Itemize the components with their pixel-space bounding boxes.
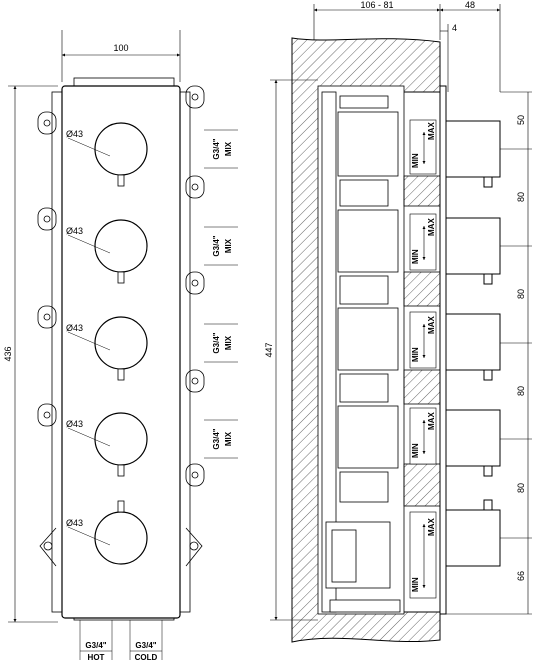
inlet-connections: G3/4" HOT G3/4" COLD bbox=[79, 620, 163, 662]
knob-3: Ø43 bbox=[66, 316, 148, 381]
side-projection-label: 48 bbox=[465, 0, 475, 10]
outlet-2: G3/4" MIX bbox=[204, 226, 238, 266]
module-separators bbox=[403, 175, 441, 507]
level-marker-4: MIN MAX bbox=[409, 407, 437, 465]
front-height-dimension: 436 bbox=[3, 85, 58, 623]
level-min-4: MIN bbox=[411, 443, 420, 458]
level-min-2: MIN bbox=[411, 249, 420, 264]
outlet-3-connection: G3/4" bbox=[212, 332, 221, 353]
level-marker-3: MIN MAX bbox=[409, 311, 437, 369]
level-min-3: MIN bbox=[411, 347, 420, 362]
knob-1: Ø43 bbox=[66, 122, 148, 187]
inlet-hot-connection: G3/4" bbox=[85, 641, 106, 650]
spacing-label-1: 50 bbox=[516, 115, 526, 125]
knob-5: Ø43 bbox=[66, 500, 148, 565]
side-top-dimensions: 106 - 81 48 4 bbox=[313, 0, 501, 92]
outlet-4-type: MIX bbox=[224, 431, 233, 446]
side-spacing-dimensions: 50 80 80 80 80 66 bbox=[446, 91, 532, 615]
level-min-5: MIN bbox=[411, 577, 420, 592]
inlet-hot-label: HOT bbox=[88, 653, 105, 662]
front-height-label: 436 bbox=[3, 346, 13, 361]
level-markers: MIN MAX MIN MAX MIN MAX MIN MAX bbox=[409, 119, 437, 599]
concealed-body-outline bbox=[37, 77, 205, 621]
side-view: 106 - 81 48 4 bbox=[264, 0, 532, 643]
outlet-1: G3/4" MIX bbox=[204, 129, 238, 169]
outlet-3: G3/4" MIX bbox=[204, 323, 238, 363]
spacing-label-3: 80 bbox=[516, 289, 526, 299]
side-knobs bbox=[445, 120, 501, 567]
outlet-connections: G3/4" MIX G3/4" MIX G3/4" MIX G3/4" MIX bbox=[204, 129, 238, 459]
knob-4: Ø43 bbox=[66, 412, 148, 477]
side-plate-label: 4 bbox=[452, 23, 457, 33]
level-max-3: MAX bbox=[427, 316, 436, 334]
outlet-2-connection: G3/4" bbox=[212, 235, 221, 256]
front-width-dimension: 100 bbox=[61, 30, 181, 82]
side-height-dimension: 447 bbox=[264, 79, 318, 621]
knob-1-diameter-label: Ø43 bbox=[66, 129, 83, 139]
knob-5-diameter-label: Ø43 bbox=[66, 518, 83, 528]
outlet-3-type: MIX bbox=[224, 335, 233, 350]
outlet-1-connection: G3/4" bbox=[212, 138, 221, 159]
level-marker-1: MIN MAX bbox=[409, 119, 437, 175]
knob-2: Ø43 bbox=[66, 219, 148, 284]
inlet-cold-connection: G3/4" bbox=[135, 641, 156, 650]
knob-2-diameter-label: Ø43 bbox=[66, 226, 83, 236]
inlet-cold-label: COLD bbox=[135, 653, 158, 662]
level-max-1: MAX bbox=[427, 122, 436, 140]
spacing-label-5: 80 bbox=[516, 483, 526, 493]
side-cover-plate bbox=[439, 85, 447, 615]
front-view: 100 436 bbox=[3, 30, 238, 662]
level-max-2: MAX bbox=[427, 218, 436, 236]
level-min-1: MIN bbox=[411, 153, 420, 168]
outlet-4: G3/4" MIX bbox=[204, 419, 238, 459]
spacing-label-2: 80 bbox=[516, 192, 526, 202]
spacing-label-4: 80 bbox=[516, 386, 526, 396]
outlet-1-type: MIX bbox=[224, 141, 233, 156]
side-depth-label: 106 - 81 bbox=[360, 0, 393, 10]
level-marker-2: MIN MAX bbox=[409, 213, 437, 271]
knob-3-diameter-label: Ø43 bbox=[66, 323, 83, 333]
spacing-label-6: 66 bbox=[516, 571, 526, 581]
side-height-label: 447 bbox=[264, 342, 274, 357]
outlet-2-type: MIX bbox=[224, 238, 233, 253]
valve-modules bbox=[321, 91, 401, 613]
level-marker-5: MIN MAX bbox=[409, 511, 437, 599]
level-max-5: MAX bbox=[427, 518, 436, 536]
outlet-4-connection: G3/4" bbox=[212, 428, 221, 449]
knob-4-diameter-label: Ø43 bbox=[66, 419, 83, 429]
level-max-4: MAX bbox=[427, 412, 436, 430]
front-width-label: 100 bbox=[113, 43, 128, 53]
